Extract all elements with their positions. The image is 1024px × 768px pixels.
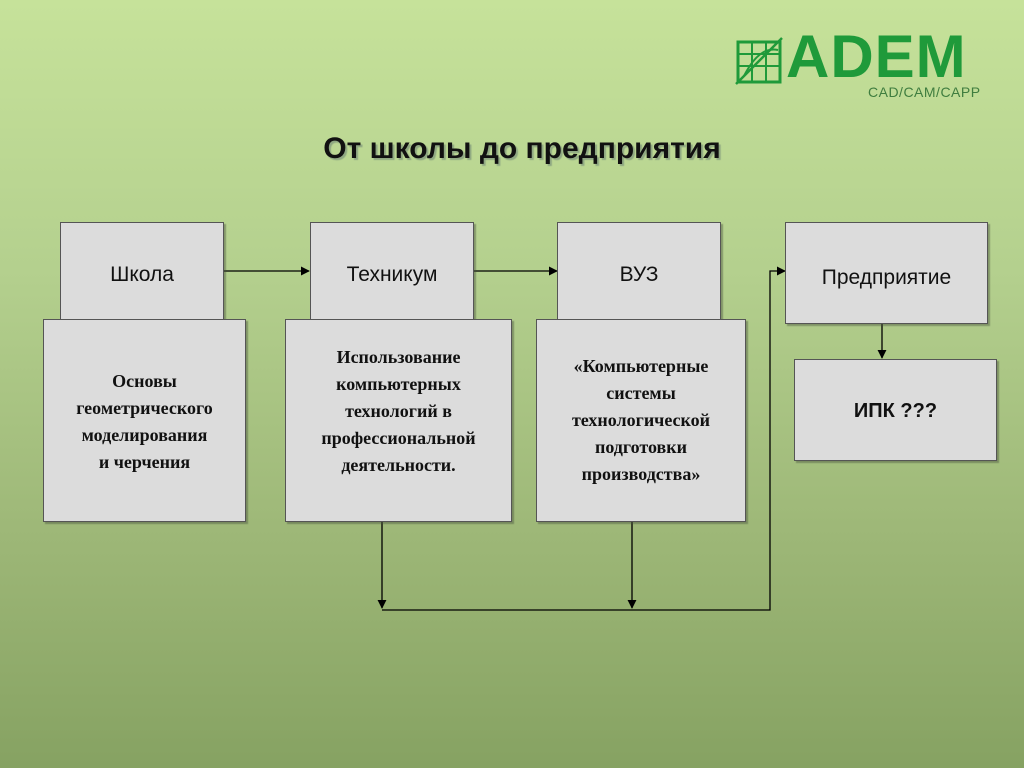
logo-subtitle: CAD/CAM/CAPP: [868, 84, 981, 100]
detail-vuz-line: «Компьютерные: [573, 356, 709, 376]
adem-logo: ADEM CAD/CAM/CAPP: [730, 24, 990, 103]
detail-technikum: Использование компьютерных технологий в …: [285, 319, 512, 522]
detail-school-line: Основы: [112, 371, 177, 391]
detail-school-line: и черчения: [98, 452, 191, 472]
detail-vuz-line: системы: [606, 383, 676, 403]
adem-logo-icon: [735, 37, 783, 85]
detail-technikum-line: технологий в: [345, 401, 452, 421]
detail-vuz-line: производства»: [581, 464, 701, 484]
detail-technikum-line: профессиональной: [321, 428, 476, 448]
detail-technikum-line: деятельности.: [341, 455, 456, 475]
detail-vuz: «Компьютерные системы технологической по…: [536, 319, 746, 522]
logo-wordmark: ADEM: [786, 23, 967, 90]
stage-school-label: Школа: [110, 263, 174, 286]
stage-vuz-label: ВУЗ: [619, 263, 659, 286]
stage-technikum: Техникум: [310, 222, 474, 320]
stage-ipk-label: ИПК ???: [853, 400, 938, 422]
stage-ipk: ИПК ???: [794, 359, 997, 461]
detail-vuz-line: технологической: [571, 410, 711, 430]
detail-technikum-line: Использование: [336, 347, 461, 367]
detail-school: Основы геометрического моделирования и ч…: [43, 319, 246, 522]
detail-vuz-line: подготовки: [594, 437, 688, 457]
stage-enterprise-label: Предприятие: [821, 266, 952, 289]
detail-school-line: моделирования: [81, 425, 208, 445]
detail-school-line: геометрического: [76, 398, 213, 418]
stage-vuz: ВУЗ: [557, 222, 721, 320]
stage-school: Школа: [60, 222, 224, 320]
stage-enterprise: Предприятие: [785, 222, 988, 324]
stage-technikum-label: Техникум: [346, 263, 438, 286]
detail-technikum-line: компьютерных: [336, 374, 461, 394]
page-title: От школы до предприятия: [323, 132, 721, 165]
